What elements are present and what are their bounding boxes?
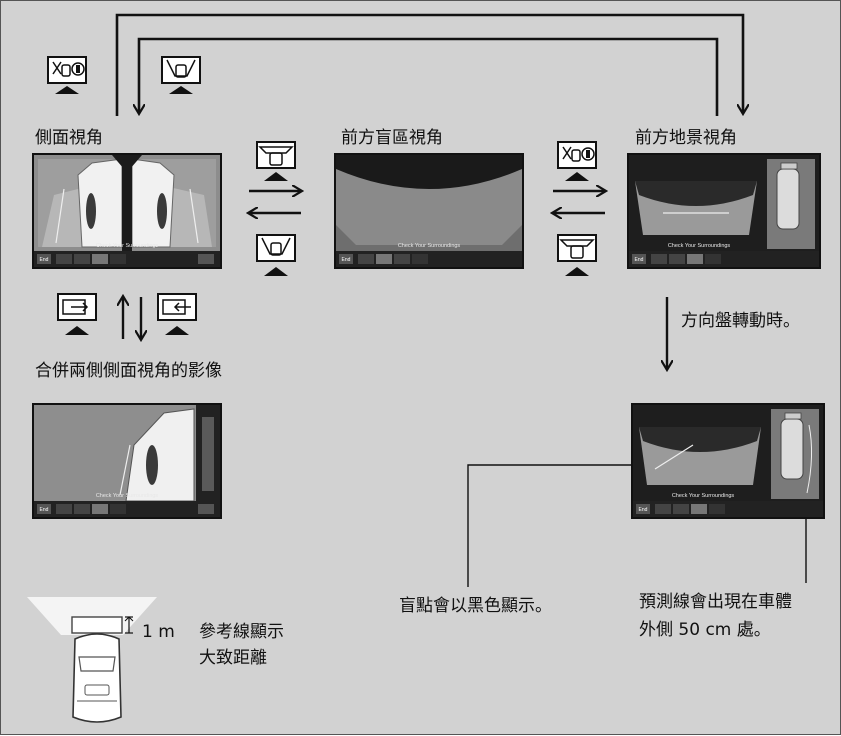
end-button[interactable]: End: [635, 257, 644, 263]
steering-turned-label: 方向盤轉動時。: [681, 311, 800, 331]
front-blind-view-label: 前方盲區視角: [341, 128, 443, 148]
check-surroundings-text: Check Your Surroundings: [398, 243, 461, 249]
front-view-camera-button-icon: [161, 56, 201, 94]
outer-loop-arrow: [115, 13, 743, 116]
reference-line-note-1: 參考線顯示: [199, 622, 284, 642]
end-button[interactable]: End: [40, 507, 49, 513]
front-ground-view-label: 前方地景視角: [635, 128, 737, 148]
front-view-camera-button-icon: [256, 141, 296, 181]
check-surroundings-text: Check Your Surroundings: [672, 493, 735, 499]
front-ground-view-screen: Check Your Surroundings End: [627, 153, 821, 269]
steering-turned-view-screen: Check Your Surroundings End: [631, 403, 825, 519]
end-button[interactable]: End: [342, 257, 351, 263]
front-view-camera-button-icon: [557, 234, 597, 276]
end-button[interactable]: End: [40, 257, 49, 263]
blind-spot-note: 盲點會以黑色顯示。: [399, 596, 552, 616]
reference-line-note-2: 大致距離: [199, 648, 267, 668]
side-view-label: 側面視角: [35, 128, 103, 148]
combine-sides-icon: [57, 293, 97, 335]
prediction-line-note-1: 預測線會出現在車體: [639, 592, 792, 612]
combined-side-view-screen: Check Your Surroundings End: [32, 403, 222, 519]
check-surroundings-text: Check Your Surroundings: [96, 243, 159, 249]
vehicle-top-view-icon: [27, 597, 157, 723]
side-view-camera-button-icon: [557, 141, 597, 181]
split-sides-icon: [157, 293, 197, 335]
side-view-screen: Check Your Surroundings End: [32, 153, 222, 269]
check-surroundings-text: Check Your Surroundings: [668, 243, 731, 249]
inner-loop-arrow: [139, 37, 719, 116]
combined-side-view-label: 合併兩側側面視角的影像: [35, 361, 222, 381]
front-view-camera-button-icon: [256, 234, 296, 276]
callout-blind-spot: [467, 464, 643, 587]
check-surroundings-text: Check Your Surroundings: [96, 493, 159, 499]
front-blind-view-screen: Check Your Surroundings End: [334, 153, 524, 269]
distance-label: 1 m: [142, 622, 175, 642]
prediction-line-note-2: 外側 50 cm 處。: [639, 620, 771, 640]
end-button[interactable]: End: [639, 507, 648, 513]
side-view-camera-button-icon: [47, 56, 87, 94]
